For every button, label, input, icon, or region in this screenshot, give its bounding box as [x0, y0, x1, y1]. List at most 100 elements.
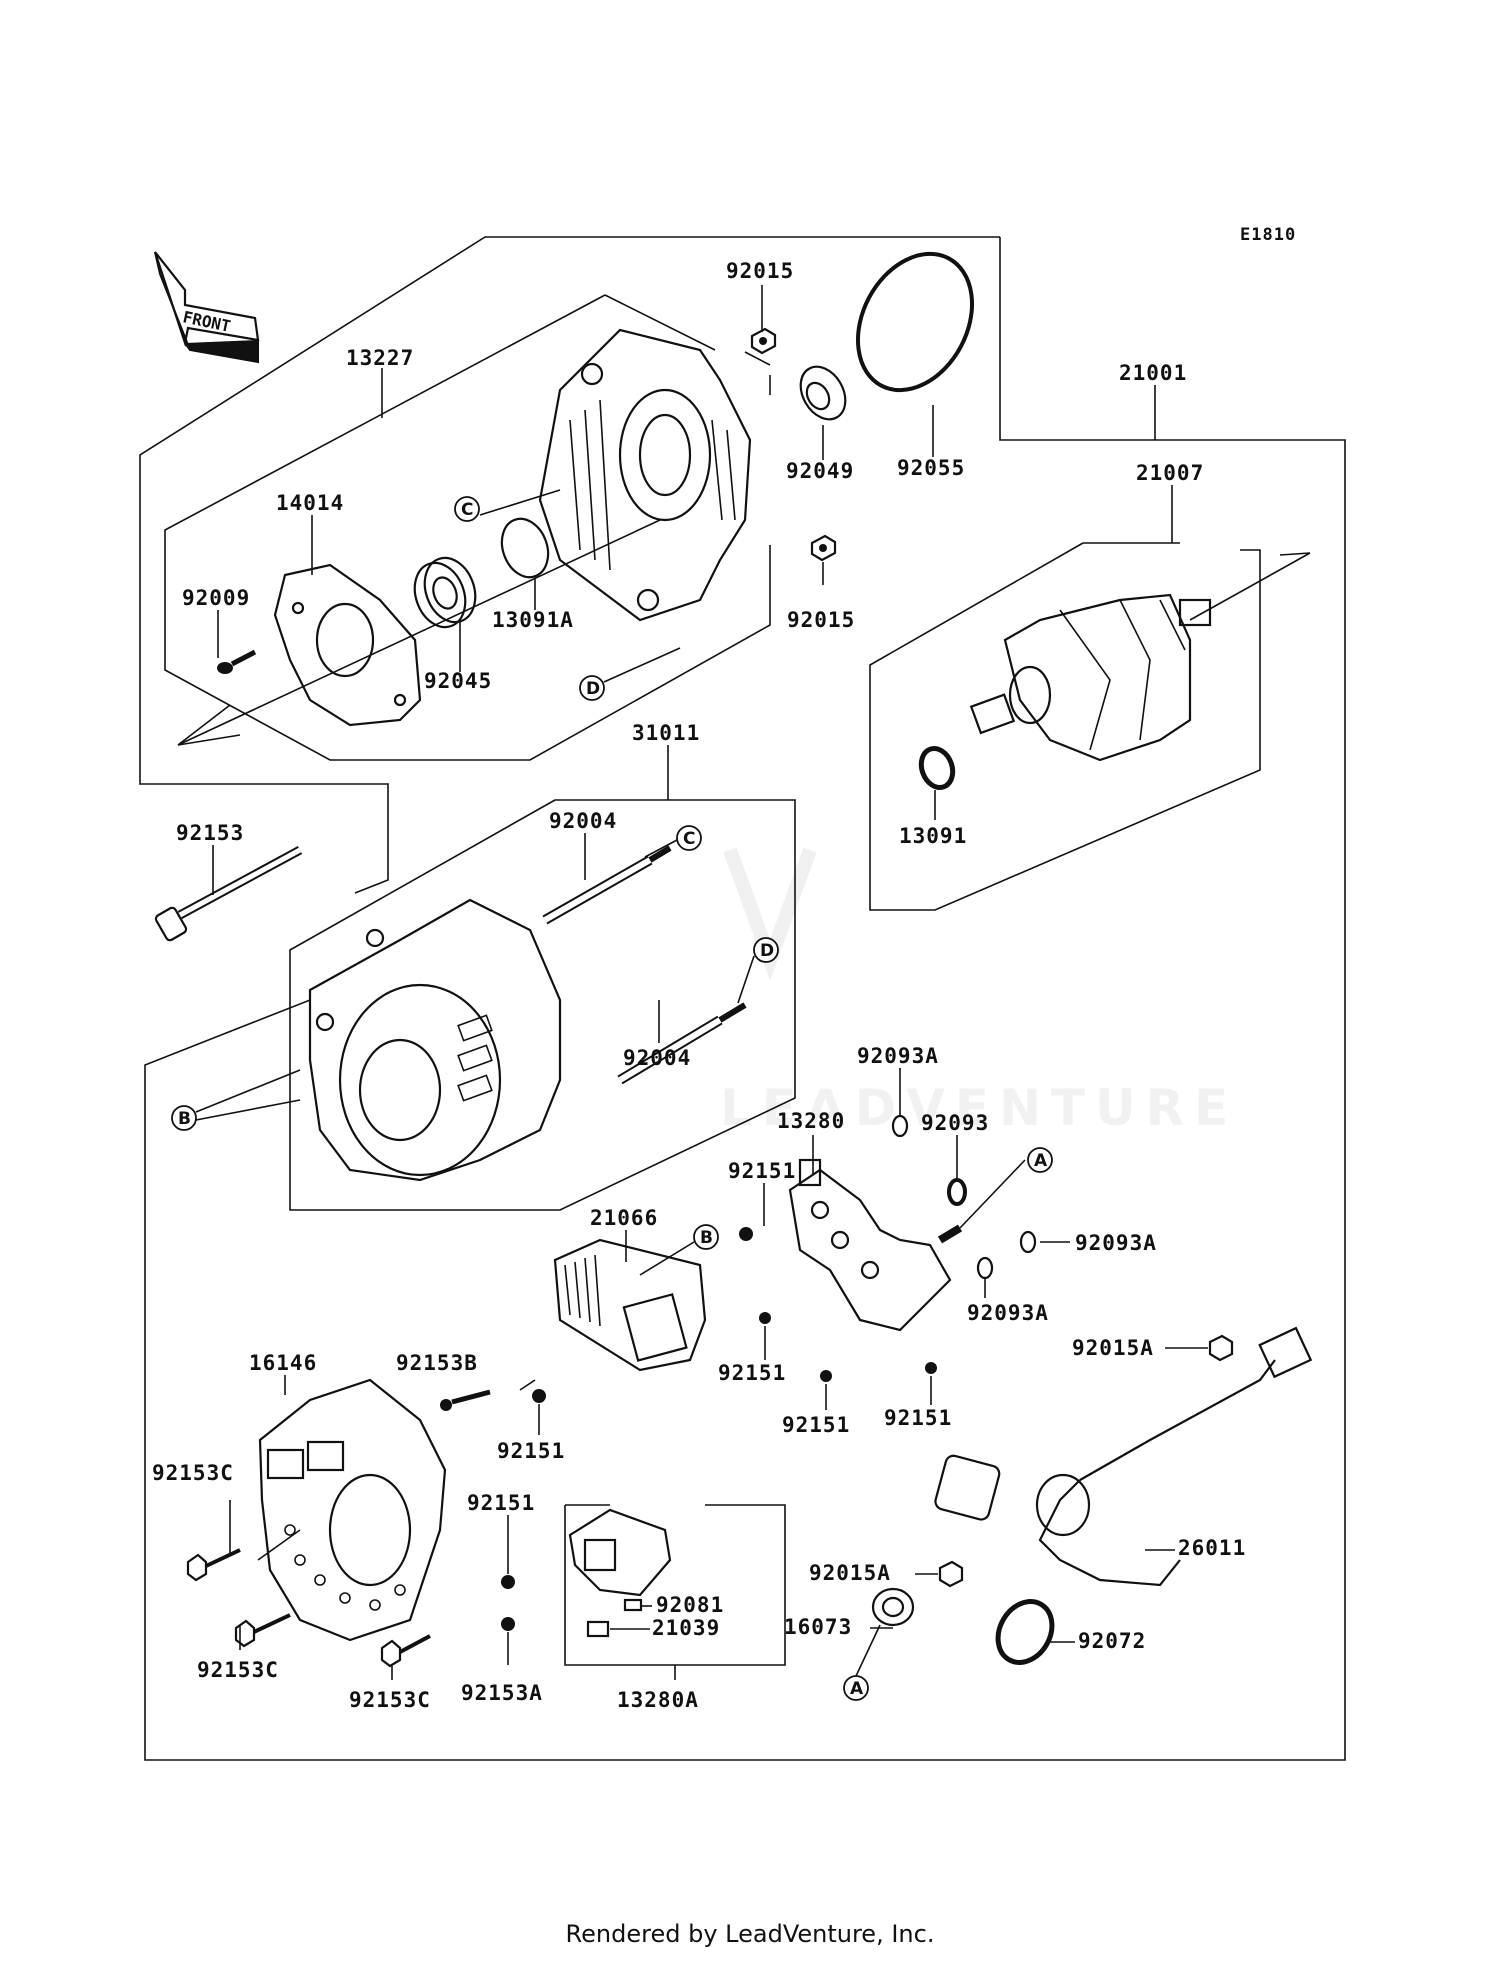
label-92004-top: 92004	[549, 809, 617, 833]
ref-C-stud: C	[676, 825, 702, 851]
svg-text:C: C	[683, 829, 695, 849]
ref-A-rectifier: A	[1027, 1147, 1053, 1173]
svg-text:A: A	[850, 1679, 864, 1699]
brush-holder-13280A	[568, 1508, 672, 1597]
o-ring-92055	[855, 251, 975, 393]
label-92151-d: 92151	[782, 1413, 850, 1437]
outline-13280A-group	[564, 1504, 786, 1666]
label-13280A: 13280A	[617, 1688, 699, 1712]
bearing-92045	[413, 556, 477, 629]
label-92151-c: 92151	[718, 1361, 786, 1385]
label-31011: 31011	[632, 721, 700, 745]
oil-seal-92049	[799, 365, 847, 421]
label-92072: 92072	[1078, 1629, 1146, 1653]
watermark: LEADVENTURE	[720, 847, 1238, 1137]
washer-13091	[918, 746, 956, 790]
outline-13227-group	[164, 294, 771, 761]
ref-A-bottom: A	[843, 1675, 869, 1701]
bolt-92151-f	[501, 1575, 515, 1589]
ref-B-alternator: B	[171, 1105, 197, 1131]
label-26011: 26011	[1178, 1536, 1246, 1560]
plate-14014	[273, 563, 422, 727]
brush-holder-13280	[788, 1158, 952, 1332]
screw-92009	[217, 649, 257, 674]
label-13091A: 13091A	[492, 608, 574, 632]
label-13280: 13280	[777, 1109, 845, 1133]
ref-C-housing: C	[454, 496, 480, 522]
label-92153A: 92153A	[461, 1681, 543, 1705]
harness-26011	[934, 1326, 1313, 1587]
label-21001: 21001	[1119, 361, 1187, 385]
bolt-92151-c	[820, 1370, 832, 1382]
label-21007: 21007	[1136, 461, 1204, 485]
svg-text:B: B	[178, 1109, 191, 1129]
front-arrow-icon: FRONT	[153, 251, 260, 364]
label-92009: 92009	[182, 586, 250, 610]
label-92045: 92045	[424, 669, 492, 693]
footer-credit: Rendered by LeadVenture, Inc.	[565, 1920, 935, 1948]
ring-13091A	[500, 517, 550, 579]
nut-92015-top	[750, 327, 777, 355]
bolt-92153C-right	[380, 1634, 431, 1668]
rotor-21007	[969, 593, 1212, 762]
svg-text:B: B	[700, 1228, 713, 1248]
bolt-92153C-bottom	[234, 1613, 291, 1648]
label-21066: 21066	[590, 1206, 658, 1230]
stud-92004-bot	[617, 1002, 747, 1085]
label-16073: 16073	[784, 1615, 852, 1639]
diagram-code: E1810	[1240, 225, 1296, 245]
label-92093: 92093	[921, 1111, 989, 1135]
ref-D-housing: D	[579, 675, 605, 701]
label-92153B: 92153B	[396, 1351, 478, 1375]
washer-92093A-right	[1019, 1230, 1037, 1254]
bolt-92151-e	[532, 1389, 546, 1403]
nut-92015A-right	[1208, 1334, 1234, 1362]
outline-21007-group	[869, 542, 1261, 911]
bolt-92151-a	[739, 1227, 753, 1241]
bolt-92151-b	[759, 1312, 771, 1324]
label-92049: 92049	[786, 459, 854, 483]
watermark-text: LEADVENTURE	[720, 1079, 1238, 1137]
svg-text:D: D	[760, 941, 774, 961]
label-16146: 16146	[249, 1351, 317, 1375]
label-21039: 21039	[652, 1616, 720, 1640]
label-92015A-bottom: 92015A	[809, 1561, 891, 1585]
label-92004-bottom: 92004	[623, 1046, 691, 1070]
bolt-92151-d	[925, 1362, 937, 1374]
label-92153: 92153	[176, 821, 244, 845]
label-92055: 92055	[897, 456, 965, 480]
label-92081: 92081	[656, 1593, 724, 1617]
label-92015-top: 92015	[726, 259, 794, 283]
label-92015A-right: 92015A	[1072, 1336, 1154, 1360]
svg-text:A: A	[1034, 1151, 1048, 1171]
ref-B-regulator: B	[693, 1224, 719, 1250]
label-92151-e: 92151	[884, 1406, 952, 1430]
bolt-92153B	[440, 1389, 491, 1411]
label-92093A-bottom: 92093A	[967, 1301, 1049, 1325]
brush-21039	[586, 1620, 610, 1638]
bolt-92153C-left	[186, 1548, 241, 1582]
label-92151-b: 92151	[497, 1439, 565, 1463]
ref-D-stud: D	[753, 937, 779, 963]
clamp-92072	[995, 1599, 1055, 1665]
label-92151-f: 92151	[467, 1491, 535, 1515]
nut-92015A-bottom	[938, 1560, 964, 1588]
washer-92093A-bottom	[976, 1256, 994, 1280]
outline-31011-group	[289, 799, 796, 1211]
label-92093A-right: 92093A	[1075, 1231, 1157, 1255]
washer-92093	[947, 1178, 967, 1206]
label-14014: 14014	[276, 491, 344, 515]
spring-92081	[623, 1598, 643, 1612]
bolt-92153A	[501, 1617, 515, 1631]
bolt-92153	[154, 846, 303, 942]
cover-16146	[258, 1378, 447, 1642]
alternator-body-31011	[308, 898, 562, 1182]
regulator-21066	[553, 1238, 707, 1372]
label-92153C-bottom: 92153C	[197, 1658, 279, 1682]
label-13091: 13091	[899, 824, 967, 848]
svg-text:C: C	[461, 500, 473, 520]
leader-lines	[212, 285, 1208, 1680]
label-92015-mid: 92015	[787, 608, 855, 632]
label-92153C-right: 92153C	[349, 1688, 431, 1712]
